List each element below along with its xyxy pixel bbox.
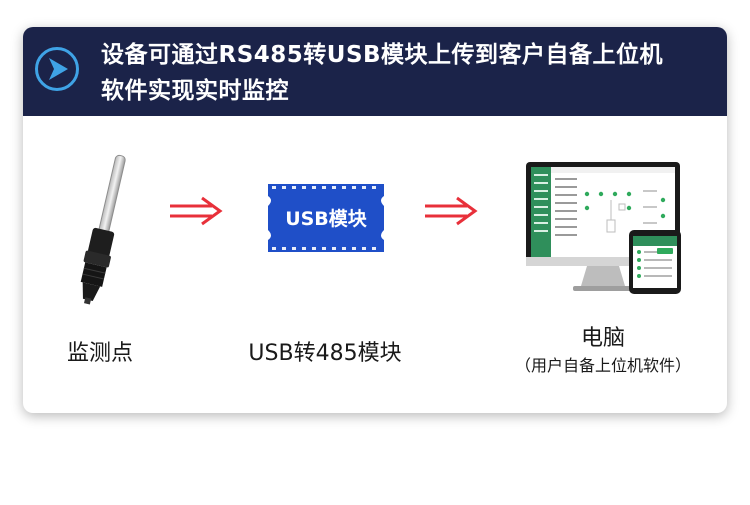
probe-label: 监测点 (66, 341, 133, 366)
probe-sensor-icon (80, 154, 126, 305)
module-label: USB转485模块 (248, 341, 402, 366)
header-banner: 设备可通过RS485转USB模块上传到客户自备上位机 软件实现实时监控 (23, 27, 727, 116)
computer-monitor-icon (526, 162, 681, 294)
header-title: 设备可通过RS485转USB模块上传到客户自备上位机 软件实现实时监控 (101, 37, 711, 109)
flow-arrow-2-icon (425, 196, 478, 226)
usb-module-chip (268, 184, 384, 252)
pc-label: 电脑 (580, 326, 625, 351)
usb-module-chip-text: USB模块 (285, 208, 367, 230)
header-title-line2: 软件实现实时监控 (101, 78, 289, 104)
flow-arrow-1-icon (170, 196, 223, 226)
play-arrow-icon (35, 47, 79, 91)
header-title-line1: 设备可通过RS485转USB模块上传到客户自备上位机 (101, 42, 664, 68)
pc-sublabel: （用户自备上位机软件） (514, 356, 691, 375)
